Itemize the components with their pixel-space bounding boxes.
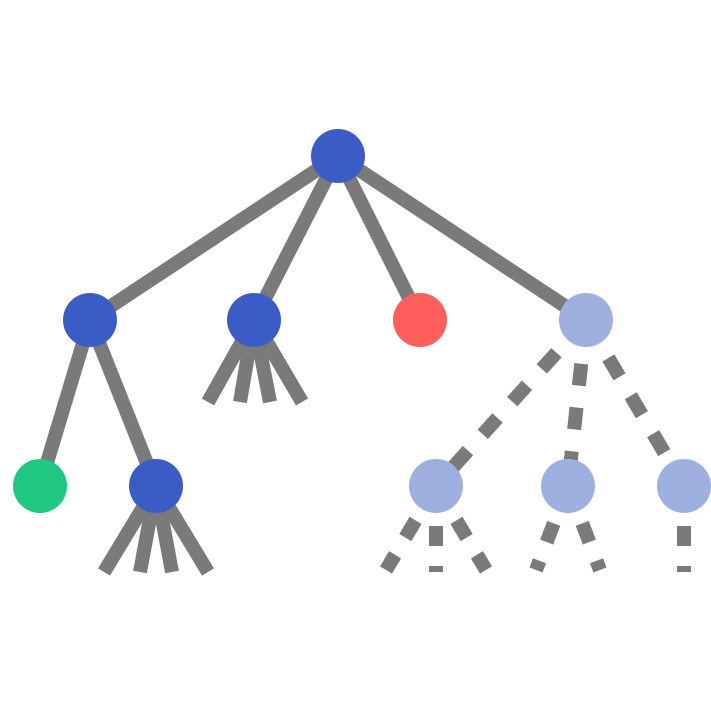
node-d-unexplored	[559, 293, 613, 347]
node-root-explored	[311, 129, 365, 183]
node-d2-unexplored	[541, 459, 595, 513]
node-d3-unexplored	[657, 459, 711, 513]
edge-d-d3	[579, 316, 691, 490]
node-c-failure	[393, 293, 447, 347]
edge-root-d	[334, 150, 590, 326]
node-a-explored	[63, 293, 117, 347]
edge-a-a1	[33, 317, 97, 489]
nodes-layer	[13, 129, 711, 513]
edge-a-a2	[83, 317, 163, 489]
node-b-explored	[227, 293, 281, 347]
node-a2-explored	[129, 459, 183, 513]
node-a1-goal	[13, 459, 67, 513]
edge-root-a	[86, 150, 342, 326]
edge-root-b	[247, 152, 345, 324]
node-d1-unexplored	[409, 459, 463, 513]
edges-layer	[33, 150, 691, 491]
edge-d-d1	[430, 315, 592, 491]
edge-root-c	[331, 152, 427, 324]
edge-d-d2	[561, 319, 593, 487]
